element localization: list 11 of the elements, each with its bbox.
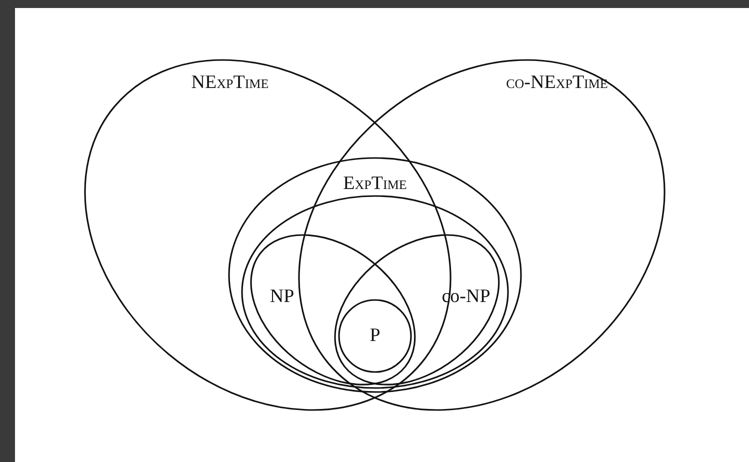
set-ellipse [334, 234, 500, 386]
set-ellipse [241, 195, 509, 389]
set-ellipse [338, 299, 412, 373]
set-ellipse [228, 157, 522, 393]
class-label: co-NExpTime [506, 72, 608, 94]
set-ellipse [250, 234, 416, 386]
set-ellipse [298, 58, 666, 411]
class-label: P [370, 325, 380, 347]
class-label: NExpTime [191, 72, 269, 94]
class-label: ExpTime [343, 173, 407, 195]
class-label: NP [270, 286, 294, 308]
